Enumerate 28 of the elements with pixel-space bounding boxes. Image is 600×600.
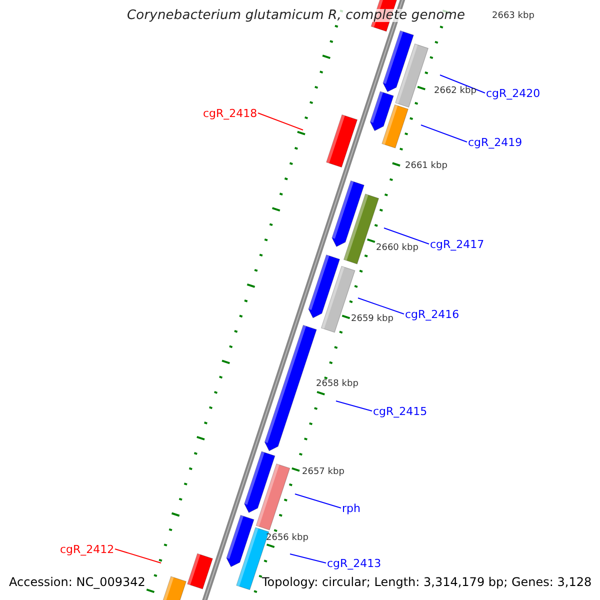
gene-label: cgR_2416 [405, 308, 460, 320]
scale-label: 2662 kbp [434, 87, 476, 96]
scale-label: 2663 kbp [492, 12, 534, 21]
scale-label: 2658 kbp [316, 380, 358, 389]
leader-line [336, 400, 372, 412]
scale-label: 2657 kbp [302, 468, 344, 477]
leader-line [420, 124, 468, 142]
leader-line [358, 298, 404, 314]
gene-label: cgR_2415 [373, 406, 428, 416]
scale-label: 2660 kbp [376, 244, 418, 253]
leader-line [290, 554, 326, 564]
leader-line [384, 228, 430, 244]
leader-line [114, 548, 162, 564]
footer-text: Topology: circular; Length: 3,314,179 bp; Genes: 3,128 [262, 576, 592, 588]
gene-label: cgR_2420 [486, 88, 540, 98]
gene-label: rph [342, 502, 360, 514]
leader-line [440, 74, 486, 94]
leader-line [258, 112, 304, 130]
leader-line [294, 494, 342, 508]
scale-label: 2661 kbp [405, 162, 448, 171]
gene-label: cgR_2419 [468, 136, 522, 148]
scale-label: 2659 kbp [351, 315, 394, 324]
scale-label: 2656 kbp [266, 534, 308, 543]
gene-label: cgR_2413 [327, 558, 382, 568]
gene-label: cgR_2418 [203, 108, 258, 118]
gene-label: cgR_2412 [60, 544, 114, 554]
gene-label: cgR_2417 [430, 238, 484, 250]
footer-text: Accession: NC_009342 [9, 576, 146, 588]
